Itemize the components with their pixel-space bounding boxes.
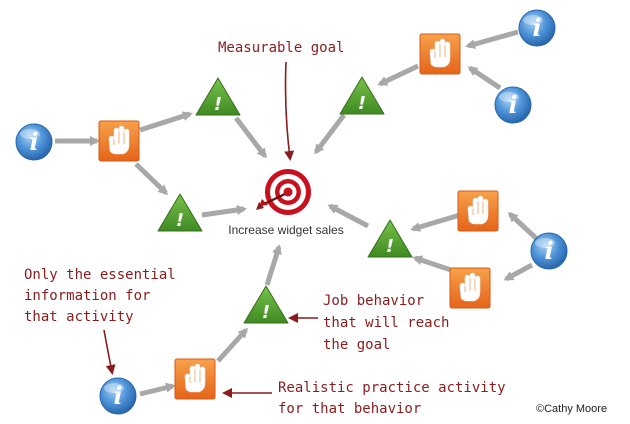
arrow-tri-bottom-to-goal (264, 244, 282, 286)
arrow-info-right2-to-hand (467, 65, 502, 91)
hand-icon (174, 358, 216, 400)
arrow-tri-lower-to-goal (201, 205, 247, 218)
arrow-essential-info (103, 329, 116, 375)
job-behavior-annotation: Job behavior that will reach the goal (323, 293, 449, 353)
arrow-hand-bottom-to-tri (216, 327, 249, 363)
arrow-hand-topright-to-tri (377, 63, 420, 87)
warning-icon (195, 77, 241, 116)
target-icon (256, 169, 311, 215)
goal-label: Increase widget sales (228, 223, 343, 237)
info-icon (15, 123, 53, 161)
arrow-tri-topright-to-goal (314, 113, 346, 155)
practice-activity-annotation: Realistic practice activity for that beh… (278, 380, 506, 417)
warning-icon (157, 193, 203, 232)
practice-activity-line-2: for that behavior (278, 401, 421, 417)
essential-info-line-2: information for (24, 288, 150, 304)
essential-info-line-3: that activity (24, 309, 134, 325)
arrow-info-topright-to-hand (465, 29, 519, 49)
arrow-hand-left-to-tri-upper (139, 111, 193, 133)
hand-icon (457, 190, 499, 232)
arrow-info-right-to-hand-upper (507, 211, 540, 242)
info-icon (99, 377, 137, 415)
arrow-measurable-goal (284, 61, 295, 161)
arrow-info-right-to-hand-lower (503, 262, 534, 282)
practice-activity-line-1: Realistic practice activity (278, 380, 506, 396)
copyright-credit: ©Cathy Moore (536, 403, 607, 415)
job-behavior-line-3: the goal (323, 337, 390, 353)
job-behavior-line-2: that will reach (323, 315, 449, 331)
hand-icon (449, 267, 491, 309)
hand-icon (419, 33, 461, 75)
info-icon (518, 9, 556, 47)
arrow-tri-upper-to-goal (234, 116, 267, 159)
info-icon (530, 232, 568, 270)
warning-icon (243, 285, 289, 324)
measurable-goal-label: Measurable goal (218, 40, 344, 56)
warning-icon (367, 219, 413, 258)
arrow-tri-right-to-goal (327, 203, 370, 229)
essential-info-annotation: Only the essential information for that … (24, 267, 176, 325)
job-behavior-line-1: Job behavior (323, 293, 424, 309)
arrow-hand-left-to-tri-lower (134, 162, 169, 196)
info-icon (494, 86, 532, 124)
annotation-arrows (103, 61, 318, 398)
warning-icon (339, 76, 385, 115)
hand-icon (98, 120, 140, 162)
essential-info-line-1: Only the essential (24, 267, 176, 283)
arrow-info-bottom-to-hand (139, 382, 176, 397)
arrow-hand-right-upper-to-tri (410, 212, 461, 232)
